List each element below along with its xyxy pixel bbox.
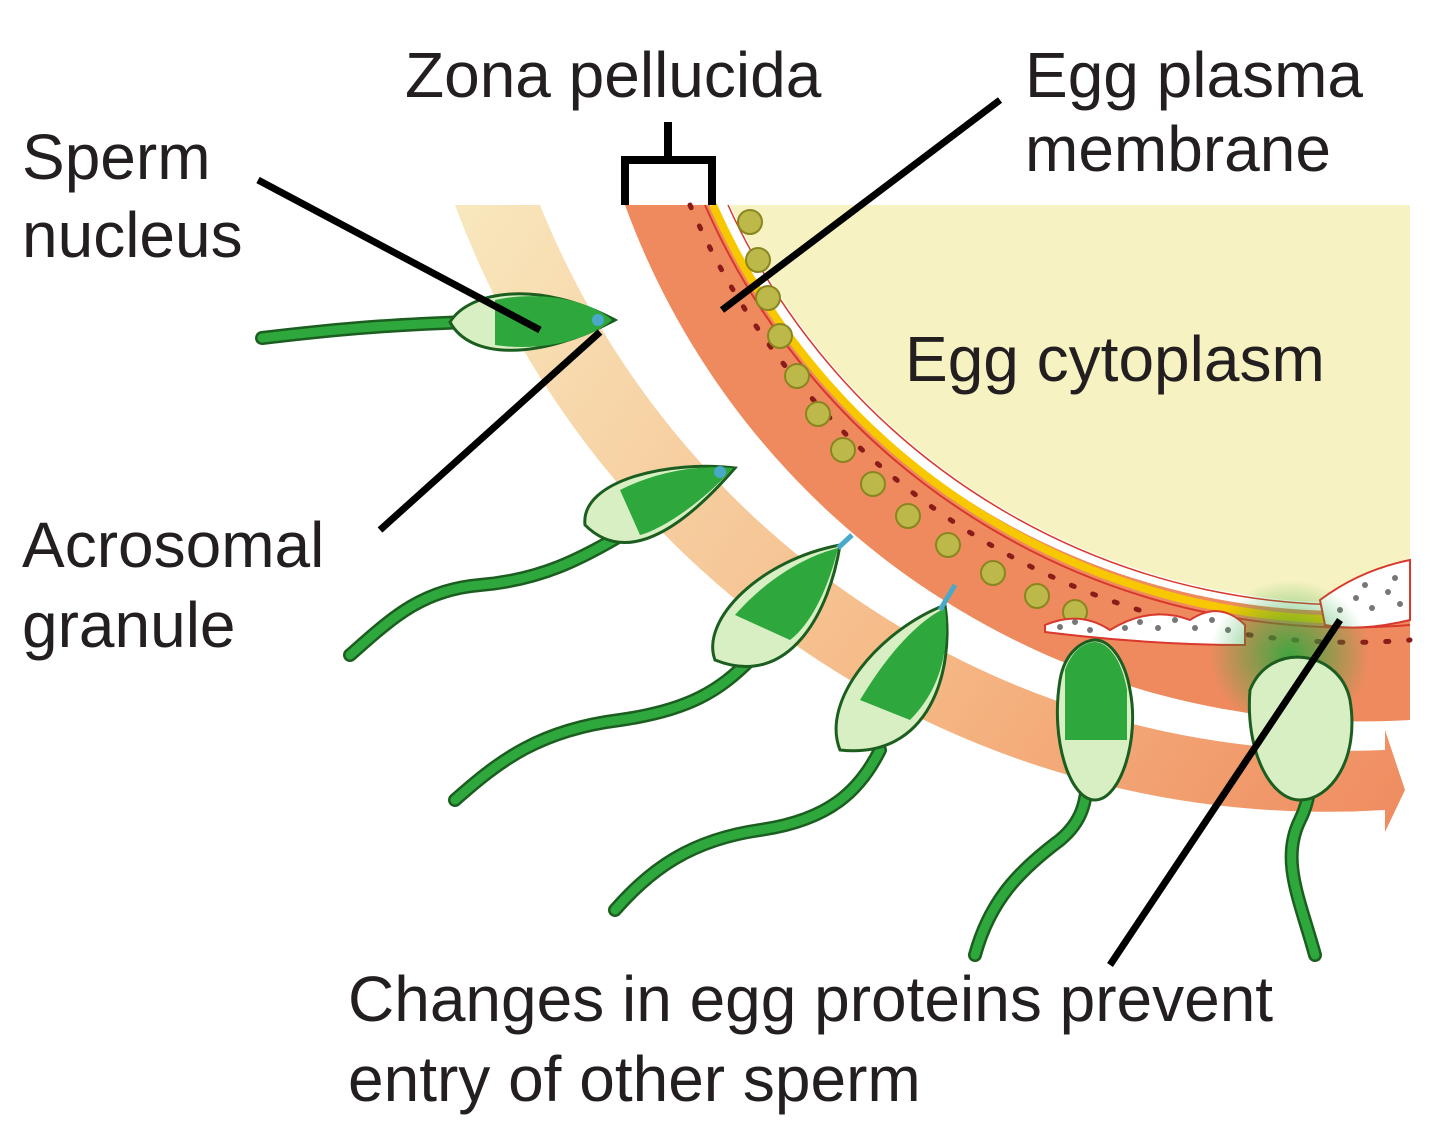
sperm-4 [608, 583, 958, 917]
label-sperm-nucleus-line2: nucleus [22, 199, 243, 271]
sperm-6-head [1247, 655, 1354, 802]
leader-line-acrosomal-granule [377, 329, 603, 533]
label-acrosomal-granule-line2: granule [22, 589, 236, 661]
zona-pellucida-bracket [621, 122, 716, 205]
label-sperm-nucleus-line1: Sperm [22, 121, 211, 193]
label-acrosomal-granule-line1: Acrosomal [22, 509, 325, 581]
sperm-1 [255, 292, 619, 352]
label-egg-plasma-membrane-line2: membrane [1025, 113, 1331, 185]
cortical-granules [737, 209, 1088, 625]
leader-line-egg-plasma-membrane [719, 97, 1003, 313]
leader-line-sperm-nucleus [256, 176, 542, 334]
label-egg-cytoplasm: Egg cytoplasm [905, 323, 1325, 395]
label-zona-pellucida: Zona pellucida [405, 39, 822, 111]
label-changes-line1: Changes in egg proteins prevent [348, 963, 1274, 1035]
leader-line-changes [1107, 618, 1343, 967]
label-changes-line2: entry of other sperm [348, 1043, 921, 1115]
sperm-3 [448, 533, 854, 807]
label-egg-plasma-membrane-line1: Egg plasma [1025, 39, 1363, 111]
sperm-2 [343, 464, 738, 662]
sperm-6 [1210, 580, 1370, 962]
sperm-3-tail [448, 653, 757, 807]
sperm-5 [968, 638, 1135, 962]
egg-cytoplasm-region [730, 205, 1410, 603]
